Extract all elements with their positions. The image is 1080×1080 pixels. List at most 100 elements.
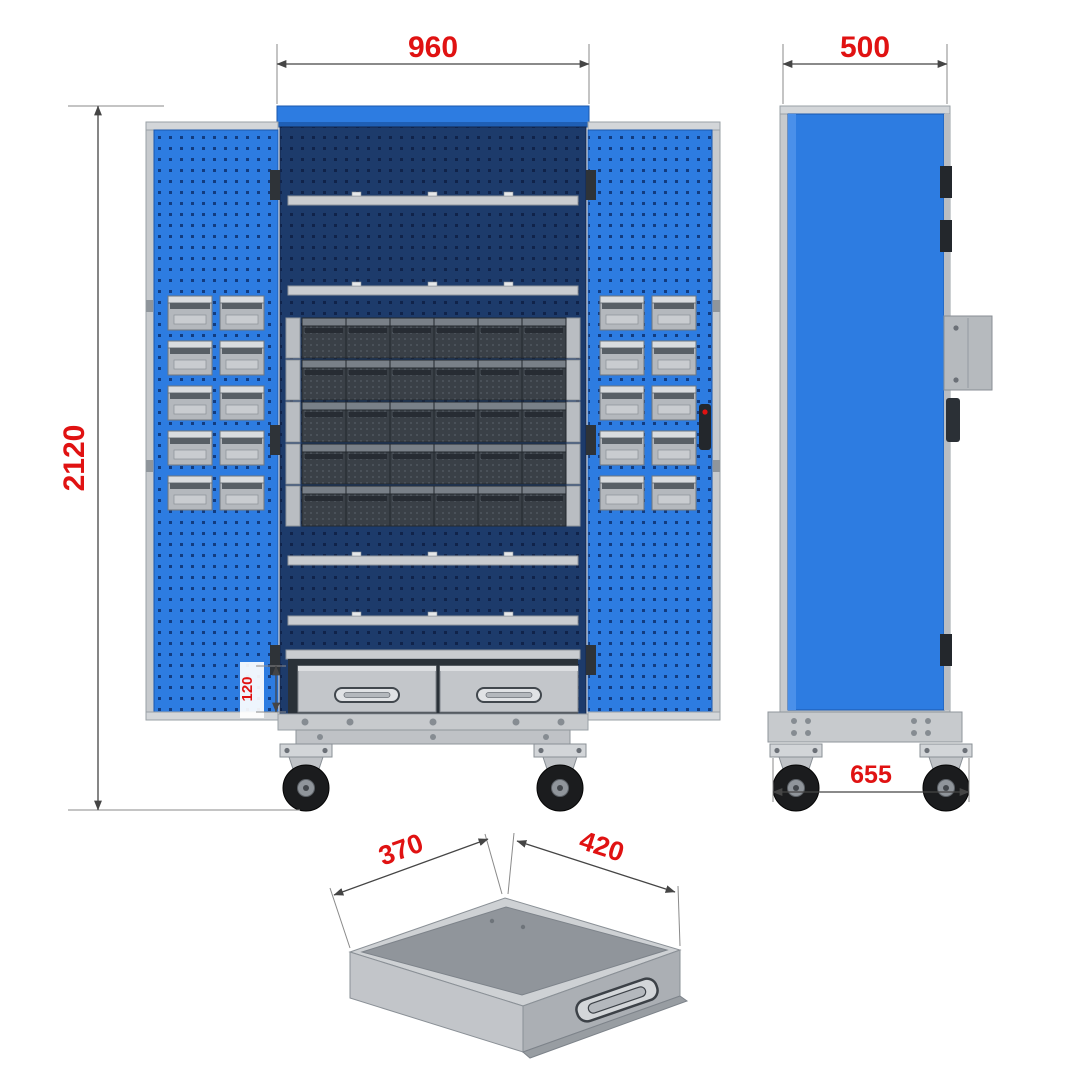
storage-bin [301,317,347,359]
storage-bin [345,485,391,527]
storage-bin [433,359,479,401]
front-width-label: 960 [408,31,458,64]
door-bin [167,295,213,331]
left-door-pegboard-panel [153,129,279,715]
front-height-label: 2120 [58,425,91,492]
mount-hole [520,924,526,930]
bolt-hole [512,718,520,726]
bolt-hole [557,718,565,726]
drawer-compartment [285,649,581,714]
side-hinge [940,166,952,198]
dim-front-height: 2120 [58,105,300,811]
bolt-hole [301,718,309,726]
drawer-handle [334,687,400,703]
bolt-hole [925,730,931,736]
door-bin [219,475,265,511]
side-panel-highlight [788,114,796,710]
left-door-top-cap [145,121,279,131]
door-bin [599,430,645,466]
drawer-front-height-label: 120 [239,676,256,701]
drawer-front-right-edge [440,666,578,671]
door-bin [651,475,697,511]
bracket [285,401,301,443]
extension-line [484,833,503,895]
side-base [767,711,963,743]
hinge-knuckle [146,300,153,312]
storage-bin [477,317,523,359]
lock-indicator-dot [702,409,708,415]
side-handle-hook [946,398,960,442]
storage-bin [521,443,567,485]
left-door-bottom-cap [145,711,279,721]
bracket [285,485,301,527]
extension-line [329,887,351,949]
door-bin [219,295,265,331]
front-base [277,713,589,812]
storage-bin [477,401,523,443]
storage-bin [345,317,391,359]
side-width-label: 500 [840,31,890,64]
door-hinge [586,425,596,455]
storage-bin [301,401,347,443]
bolt-hole [805,718,811,724]
bolt-hole [791,730,797,736]
side-top-cap [779,105,951,115]
hinge-knuckle [713,300,720,312]
caster-wheel [279,743,333,812]
bolt-hole [911,730,917,736]
storage-bin [345,401,391,443]
storage-bin [433,317,479,359]
drawer-depth-label: 420 [576,825,628,867]
storage-bin [521,485,567,527]
storage-bin [433,401,479,443]
dim-front-width: 960 [276,31,590,104]
drawer-width-label: 370 [375,828,428,872]
storage-bin [521,401,567,443]
right-door [586,121,721,721]
drawer-front-lip [522,995,689,1059]
storage-bin [477,359,523,401]
door-bin [219,430,265,466]
extension-line [677,885,681,947]
bracket [565,401,581,443]
storage-bin [301,443,347,485]
dim-side-depth: 655 [772,758,970,802]
left-door [145,121,280,721]
drawer-cavity [360,906,669,996]
bracket-screw [953,377,959,383]
drawer-pull-handle [575,977,659,1023]
drawer-isometric-view [348,897,689,1059]
dim-side-width: 500 [782,31,948,104]
caster-wheel [919,743,973,812]
door-bin [599,385,645,421]
bolt-hole [429,718,437,726]
door-bin [219,340,265,376]
bolt-hole [543,734,549,740]
storage-bin [301,485,347,527]
storage-bin [389,317,435,359]
bolt-hole [317,734,323,740]
door-hinge [270,170,280,200]
door-bin [167,385,213,421]
storage-bin [477,485,523,527]
door-hinge [270,425,280,455]
bracket [565,485,581,527]
bolt-hole [430,734,436,740]
door-bin [651,385,697,421]
drawer-handle [476,687,542,703]
bracket [285,359,301,401]
drawer-shelf-lip [285,649,581,660]
storage-bin [433,443,479,485]
bracket [285,317,301,359]
door-bin [167,340,213,376]
right-door-top-cap [587,121,721,131]
bolt-hole [346,718,354,726]
side-hinge [940,220,952,252]
door-bin [651,430,697,466]
bracket [285,443,301,485]
right-door-bottom-cap [587,711,721,721]
side-depth-label: 655 [850,761,892,789]
dimension-line [516,840,676,893]
